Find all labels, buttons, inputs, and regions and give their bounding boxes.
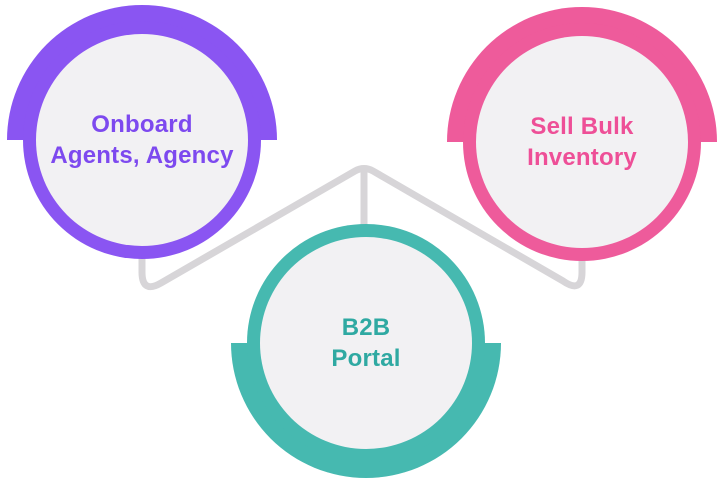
node-onboard-agents-agency: Onboard Agents, Agency [7, 5, 277, 275]
inner-circle: Sell Bulk Inventory [476, 36, 688, 248]
inner-circle: Onboard Agents, Agency [36, 34, 248, 246]
node-label-line1: Onboard [91, 111, 193, 138]
connector-chevron-path [138, 165, 586, 291]
inner-circle: B2B Portal [260, 237, 472, 449]
node-label-line1: Sell Bulk [530, 113, 634, 140]
node-label: Sell Bulk Inventory [527, 111, 637, 173]
node-b2b-portal: B2B Portal [231, 208, 501, 478]
node-sell-bulk-inventory: Sell Bulk Inventory [447, 7, 717, 277]
node-label-line2: Portal [331, 345, 401, 372]
node-label-line1: B2B [341, 314, 391, 341]
node-label-line2: Inventory [527, 144, 637, 171]
node-label: Onboard Agents, Agency [50, 109, 233, 171]
node-label-line2: Agents, Agency [50, 142, 234, 169]
node-label: B2B Portal [331, 312, 400, 374]
